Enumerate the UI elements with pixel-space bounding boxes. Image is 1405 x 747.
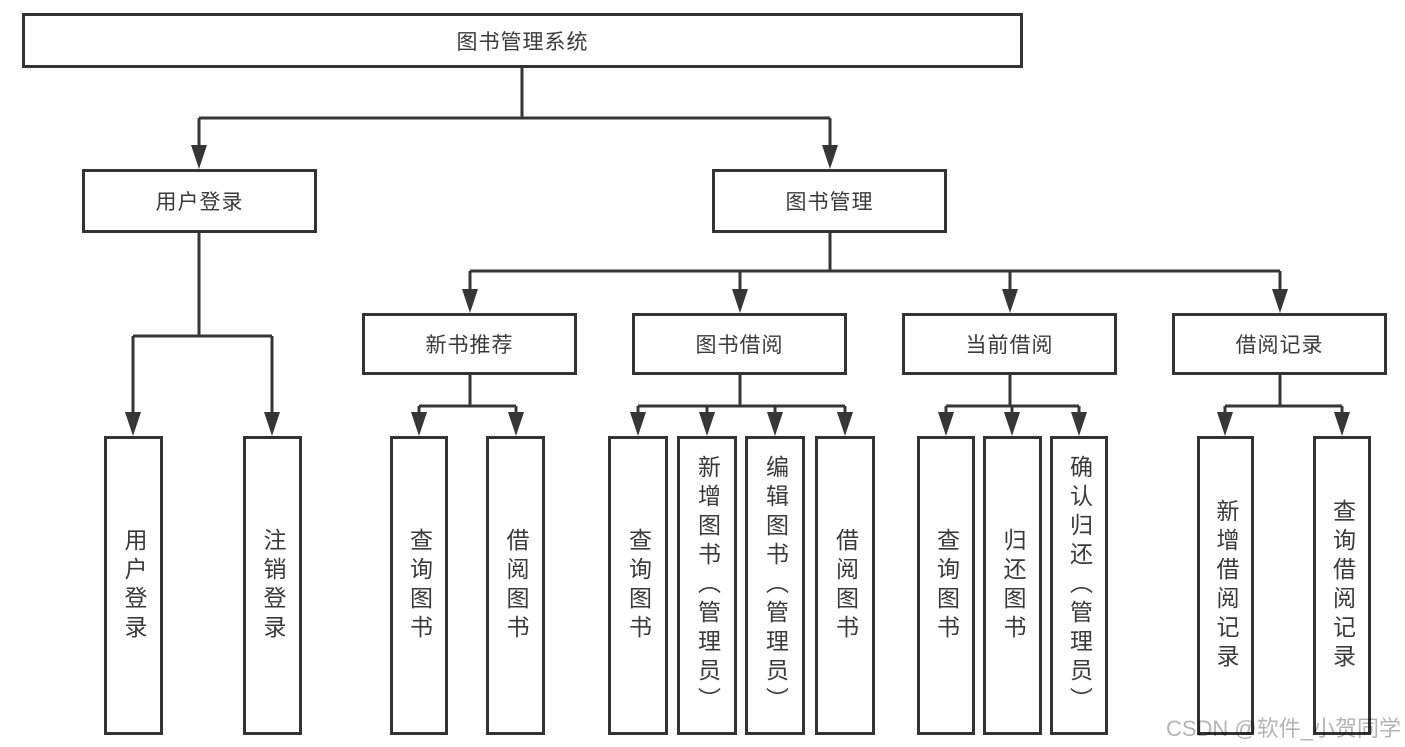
- node-label: 当前借阅: [965, 334, 1054, 357]
- leaf-label: 查询图书: [406, 527, 433, 644]
- leaf-add-books-admin: 新增图书（管理员）: [677, 436, 737, 735]
- leaf-label: 新增借阅记录: [1213, 498, 1239, 673]
- node-book-management: 图书管理: [712, 169, 947, 233]
- node-label: 图书借阅: [695, 334, 784, 357]
- arrowheads: [125, 145, 1350, 436]
- node-current-borrowing: 当前借阅: [902, 313, 1117, 375]
- node-label: 用户登录: [155, 191, 244, 214]
- leaf-label: 查询图书: [625, 527, 652, 644]
- leaf-borrow-books: 借阅图书: [486, 436, 545, 735]
- edge-lines: [131, 68, 1344, 416]
- node-user-login: 用户登录: [82, 169, 317, 233]
- leaf-label: 用户登录: [121, 527, 147, 644]
- node-borrow-records: 借阅记录: [1172, 313, 1387, 375]
- leaf-user-login: 用户登录: [104, 436, 163, 735]
- leaf-label: 借阅图书: [503, 527, 529, 644]
- leaf-query-books: 查询图书: [390, 436, 448, 735]
- leaf-query-borrow-record: 查询借阅记录: [1313, 436, 1371, 735]
- leaf-query-books: 查询图书: [608, 436, 668, 735]
- leaf-query-books: 查询图书: [917, 436, 975, 735]
- leaf-label: 查询图书: [933, 527, 960, 644]
- node-label: 新书推荐: [425, 334, 514, 357]
- node-new-book-recommend: 新书推荐: [362, 313, 577, 375]
- leaf-label: 查询借阅记录: [1329, 498, 1356, 673]
- leaf-label: 借阅图书: [832, 527, 859, 644]
- node-label: 图书管理系统: [456, 30, 589, 54]
- leaf-label: 归还图书: [1000, 527, 1026, 644]
- leaf-logout: 注销登录: [243, 436, 302, 735]
- leaf-confirm-return-admin: 确认归还（管理员）: [1050, 436, 1108, 735]
- leaf-borrow-books: 借阅图书: [815, 436, 875, 735]
- leaf-return-books: 归还图书: [983, 436, 1042, 735]
- leaf-label: 编辑图书（管理员）: [762, 455, 789, 716]
- leaf-edit-books-admin: 编辑图书（管理员）: [745, 436, 805, 735]
- node-library-management-system: 图书管理系统: [22, 13, 1023, 68]
- leaf-label: 注销登录: [260, 527, 286, 644]
- node-label: 图书管理: [785, 191, 874, 214]
- leaf-label: 确认归还（管理员）: [1066, 455, 1093, 716]
- csdn-watermark: CSDN @软件_小贺同学: [1165, 716, 1401, 741]
- node-book-borrowing: 图书借阅: [632, 313, 847, 375]
- leaf-label: 新增图书（管理员）: [694, 455, 721, 716]
- node-label: 借阅记录: [1235, 334, 1324, 357]
- leaf-add-borrow-record: 新增借阅记录: [1197, 436, 1254, 735]
